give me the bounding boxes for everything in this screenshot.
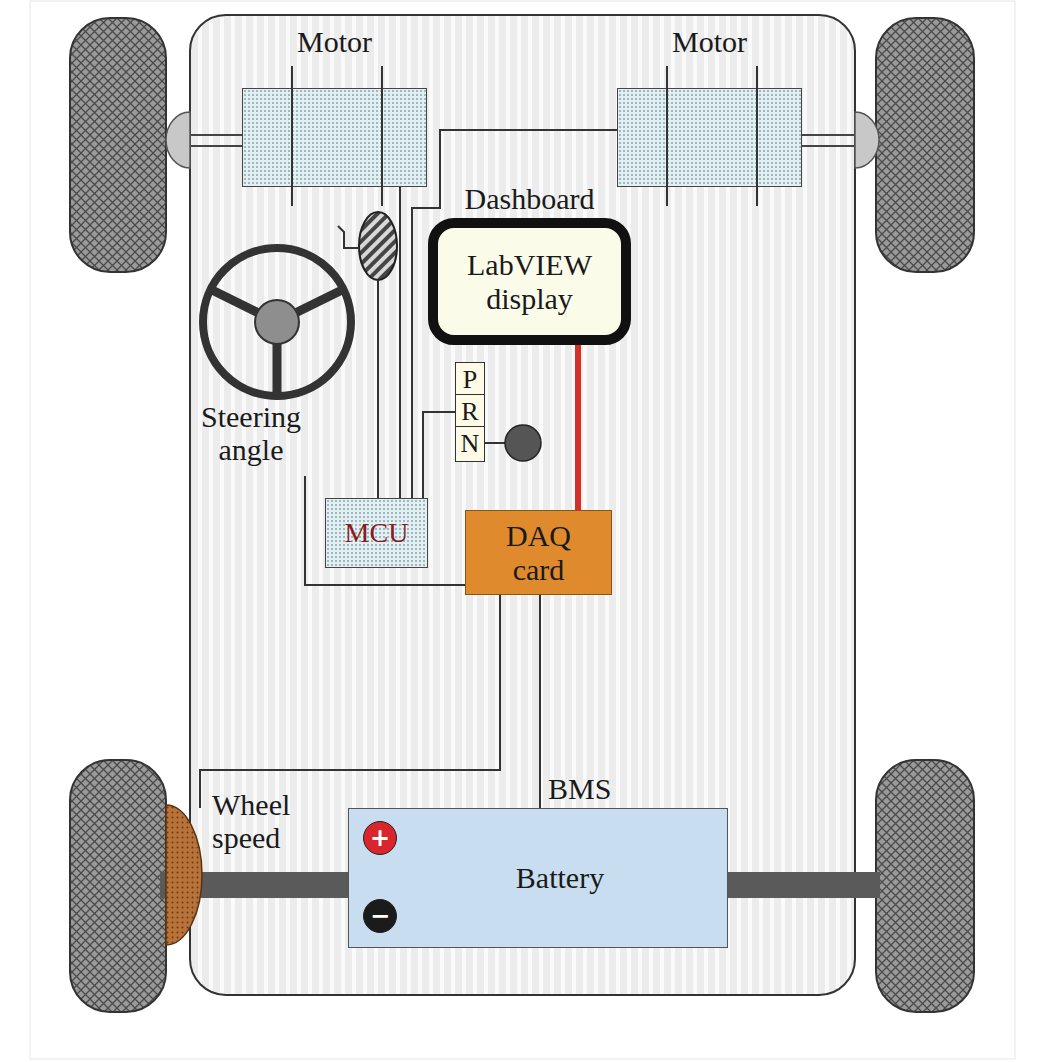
motor-shaft [802,134,855,136]
node-text: Battery [516,861,604,895]
wheel-speed-wire [200,595,500,808]
node-heading: Motor [297,25,372,59]
steering-label: Steering angle [186,400,316,466]
motor-shaft [190,134,242,136]
node-text: R [461,397,478,426]
gear-lever-wire [485,442,506,444]
gear-position-box: R [455,394,485,430]
wheel [876,18,974,272]
battery-pack: Battery + − [348,808,728,948]
motor-winding-line [291,66,293,206]
display-cable [575,345,581,510]
signal-wire [423,412,455,498]
gear-position-box: N [455,426,485,462]
motor-winding-line [666,66,668,206]
motor-box: Motor [617,88,802,187]
daq-card: DAQ card [465,510,612,595]
chassis [190,15,855,995]
wheel-speed-label: Wheel speed [212,788,312,854]
wheel-hub [166,112,190,168]
gear-position-box: P [455,362,485,398]
wheel [70,760,166,1012]
motor-winding-line [756,66,758,206]
steering-wheel [203,248,351,396]
motor-winding-line [381,66,383,206]
accelerator-pedal [338,212,397,498]
positive-terminal: + [363,821,397,855]
node-text: DAQ card [494,519,584,586]
wheel-hub [855,112,879,168]
mcu-box: MCU [325,498,428,568]
motor-shaft [802,145,855,147]
signal-wire [539,595,541,808]
node-text: P [463,365,477,394]
dashboard-display: DashboardLabVIEW display [428,218,631,345]
wheel [876,760,974,1012]
steering-angle-wire [305,476,465,585]
node-text: + [370,825,390,852]
node-heading: Dashboard [465,182,595,216]
signal-wire [399,187,401,498]
negative-terminal: − [363,899,397,933]
wheel [70,18,166,272]
node-text: LabVIEW display [438,248,621,315]
edge-label: BMS [548,772,611,805]
gear-knob [505,425,541,461]
node-text: N [461,429,480,458]
node-text: − [370,903,390,930]
wheel-speed-sensor [166,805,202,945]
node-text: MCU [345,517,409,548]
motor-shaft [190,145,242,147]
node-heading: Motor [672,25,747,59]
motor-box: Motor [242,88,427,187]
frame [30,1,1015,1059]
